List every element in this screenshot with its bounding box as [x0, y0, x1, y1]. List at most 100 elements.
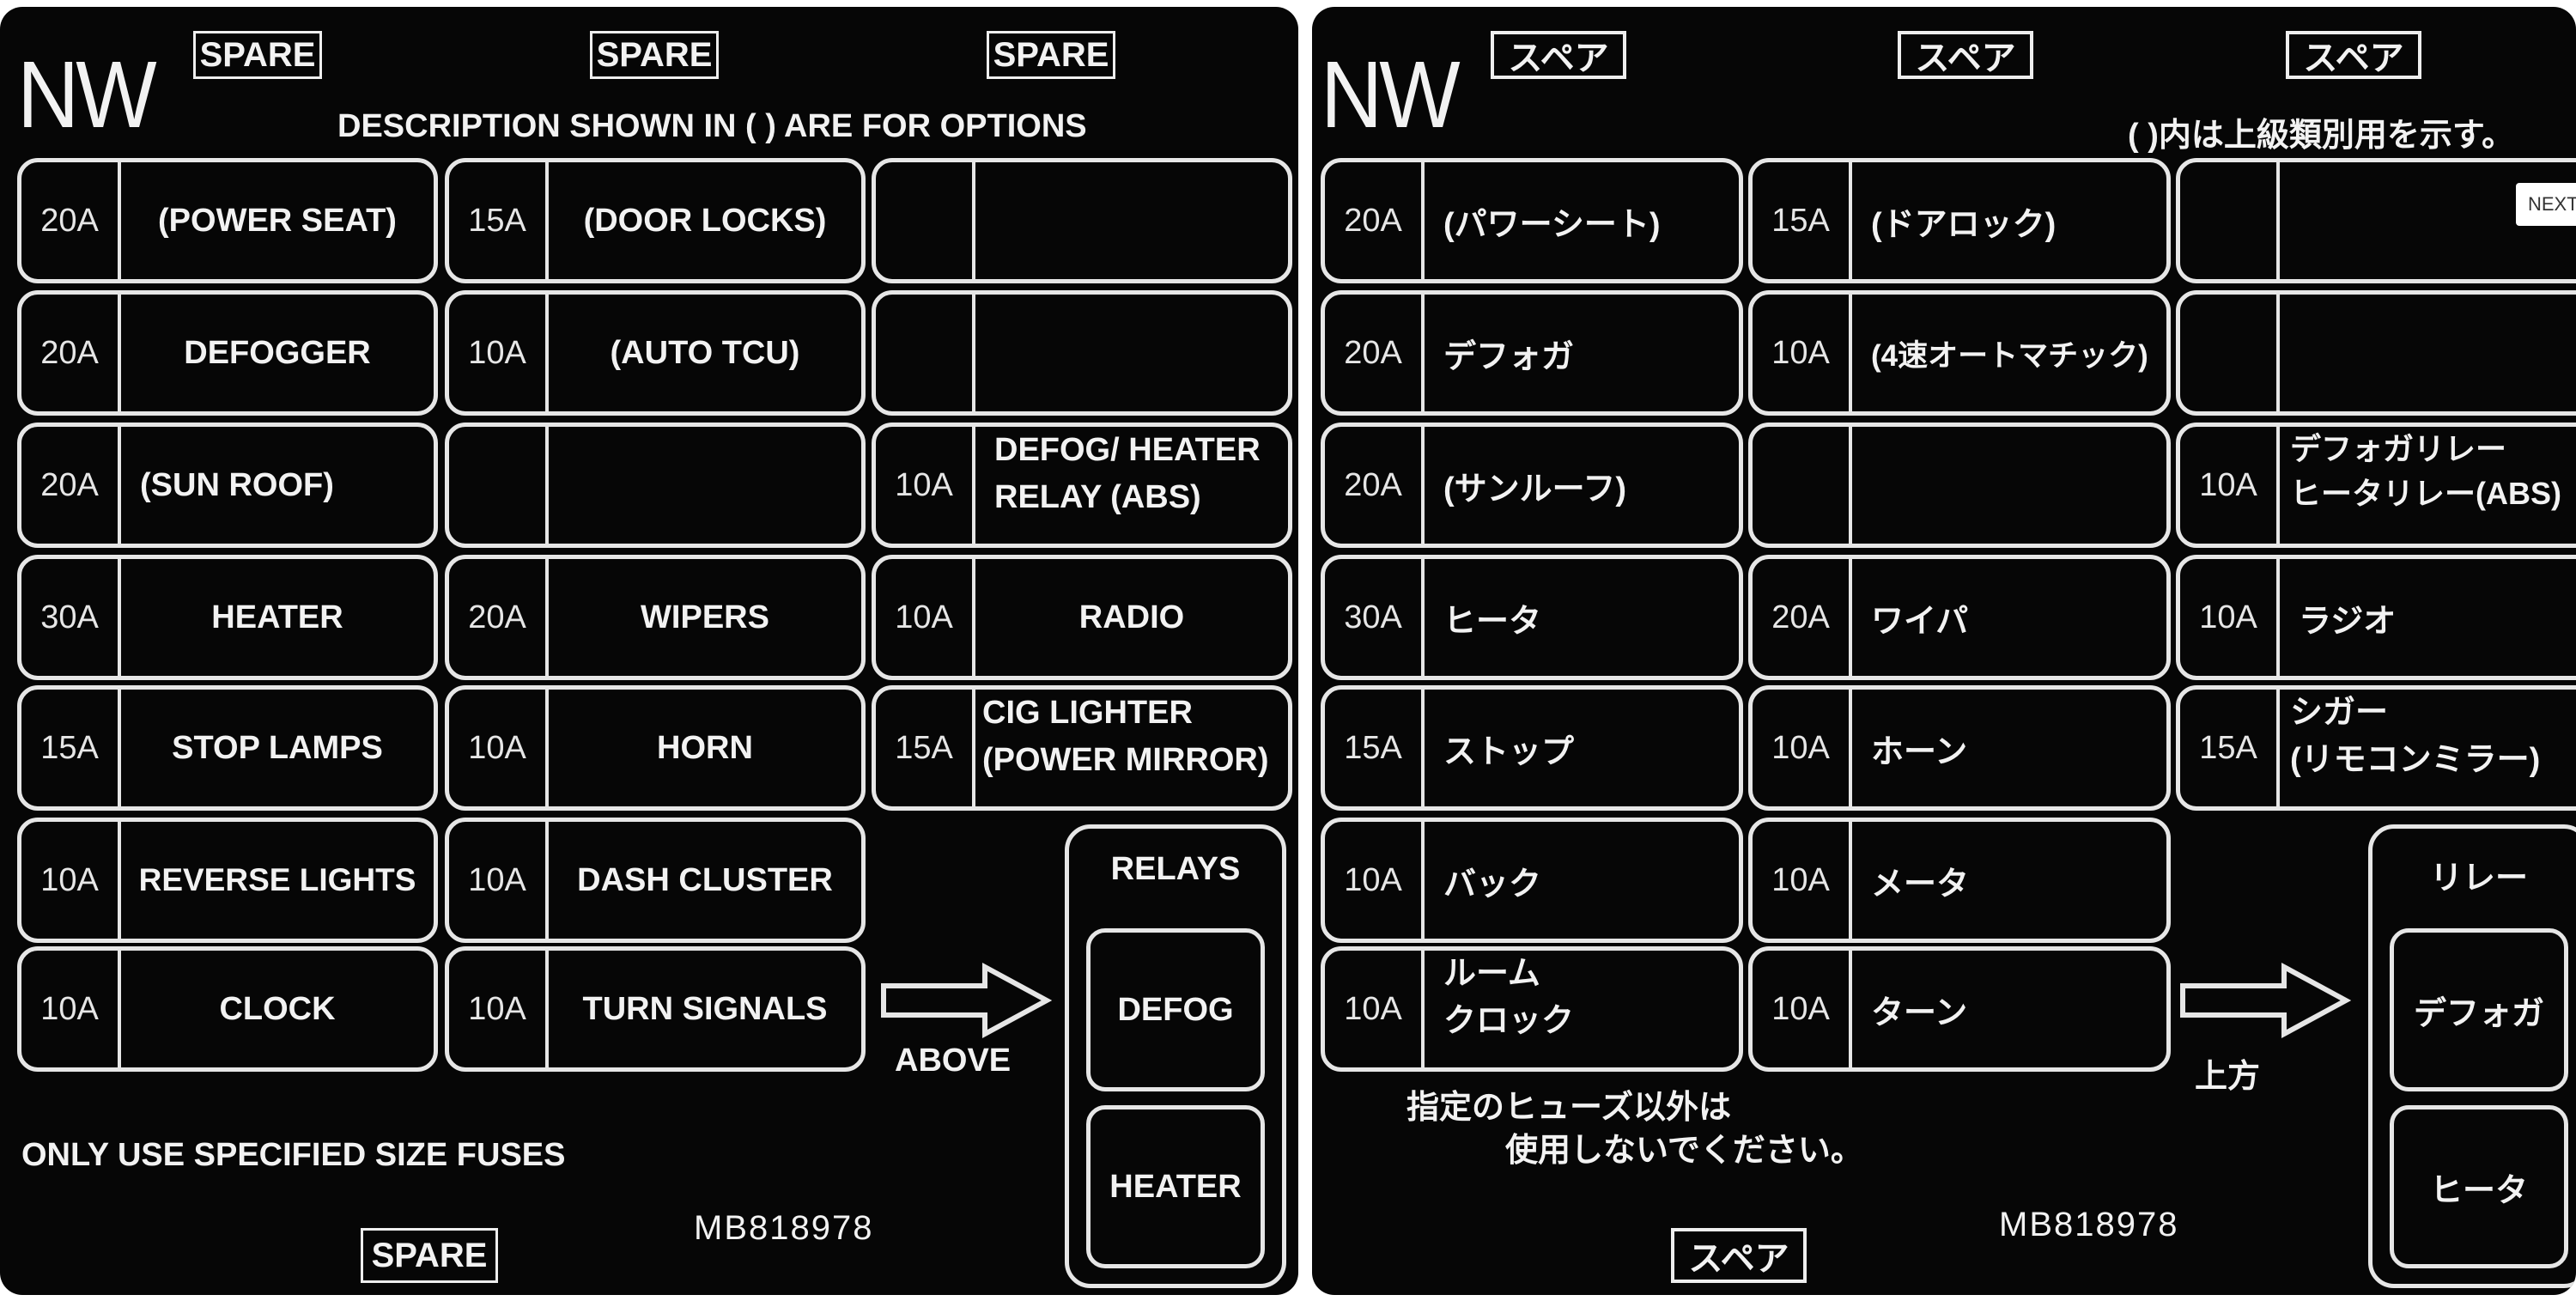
fuse-label-line: デフォガリレー	[2290, 431, 2507, 466]
spare-fuse-slot: SPARE	[987, 31, 1115, 79]
fuse-slot: 20A (パワーシート)	[1321, 158, 1743, 283]
relay-defog: DEFOG	[1086, 928, 1265, 1091]
part-number: MB818978	[694, 1209, 874, 1247]
fuse-slot	[872, 158, 1292, 283]
fuse-warning-line1: 指定のヒューズ以外は	[1406, 1090, 1732, 1126]
fuse-label: (POWER SEAT)	[158, 202, 397, 239]
fuse-slot: 20A (POWER SEAT)	[17, 158, 438, 283]
fuse-slot	[445, 423, 866, 548]
fuse-slot: 10A CLOCK	[17, 946, 438, 1072]
next-button[interactable]: NEXT	[2516, 183, 2576, 226]
fuse-slot: 15A ストップ	[1321, 685, 1743, 811]
fuse-label-english: NW SPARE SPARE SPARE DESCRIPTION SHOWN I…	[0, 7, 1298, 1295]
arrow-right-icon	[881, 962, 1052, 1039]
fuse-amperage: 10A	[1753, 822, 1852, 939]
fuse-amperage: 10A	[449, 295, 549, 411]
fuse-slot: 10A TURN SIGNALS	[445, 946, 866, 1072]
fuse-amperage: 20A	[21, 427, 121, 544]
fuse-slot: 20A WIPERS	[445, 555, 866, 680]
relay-box: リレー デフォガ ヒータ	[2368, 824, 2576, 1288]
fuse-label-line: (リモコンミラー)	[2290, 742, 2541, 779]
fuse-label	[975, 162, 1288, 279]
spare-fuse-slot: SPARE	[590, 31, 719, 79]
fuse-slot: 30A HEATER	[17, 555, 438, 680]
fuse-amperage: 10A	[1325, 822, 1425, 939]
fuse-amperage: 20A	[1325, 427, 1425, 544]
fuse-slot: 10A (4速オートマチック)	[1748, 290, 2171, 416]
fuse-amperage	[2180, 162, 2280, 279]
fuse-label	[1852, 427, 2166, 544]
code-label: NW	[17, 42, 157, 149]
fuse-label-line: CIG LIGHTER	[982, 695, 1193, 731]
relay-heater: HEATER	[1086, 1105, 1265, 1268]
fuse-label: ターン	[1871, 994, 1968, 1031]
fuse-amperage: 10A	[876, 427, 975, 544]
fuse-slot: 10A (AUTO TCU)	[445, 290, 866, 416]
spare-fuse-slot: スペア	[2286, 31, 2421, 79]
fuse-amperage: 20A	[449, 559, 549, 676]
fuse-amperage: 10A	[2180, 559, 2280, 676]
fuse-label-line: ヒータリレー(ABS)	[2290, 476, 2561, 512]
fuse-label: デフォガ	[1443, 338, 1575, 375]
fuse-slot: 15A シガー (リモコンミラー)	[2176, 685, 2576, 811]
fuse-slot: 10A DASH CLUSTER	[445, 818, 866, 943]
fuse-amperage: 10A	[1753, 690, 1852, 806]
fuse-amperage: 15A	[1325, 690, 1425, 806]
fuse-label: DEFOGGER	[184, 334, 371, 371]
fuse-label	[549, 427, 861, 544]
part-number: MB818978	[1999, 1206, 2179, 1243]
fuse-label: (4速オートマチック)	[1871, 338, 2148, 373]
fuse-amperage: 10A	[2180, 427, 2280, 544]
fuse-warning-line2: 使用しないでください。	[1505, 1133, 1863, 1169]
arrow-right-icon	[2180, 962, 2351, 1039]
fuse-amperage: 10A	[21, 951, 121, 1067]
options-note: ( )内は上級類別用を示す。	[2128, 118, 2515, 154]
fuse-slot: 15A STOP LAMPS	[17, 685, 438, 811]
fuse-slot: 15A (DOOR LOCKS)	[445, 158, 866, 283]
fuse-label: (DOOR LOCKS)	[583, 202, 827, 239]
spare-fuse-slot: スペア	[1671, 1228, 1807, 1283]
relays-title: RELAYS	[1110, 851, 1241, 887]
fuse-label: STOP LAMPS	[172, 729, 383, 766]
fuse-slot: 20A ワイパ	[1748, 555, 2171, 680]
fuse-amperage: 10A	[1753, 295, 1852, 411]
relay-box: RELAYS DEFOG HEATER	[1065, 824, 1286, 1288]
fuse-label: デフォガリレー ヒータリレー(ABS)	[2280, 427, 2576, 544]
fuse-slot: 20A DEFOGGER	[17, 290, 438, 416]
fuse-amperage: 20A	[1753, 559, 1852, 676]
fuse-slot: 20A (サンルーフ)	[1321, 423, 1743, 548]
fuse-slot: 10A バック	[1321, 818, 1743, 943]
fuse-label: (AUTO TCU)	[610, 334, 800, 371]
fuse-slot: 10A ルーム クロック	[1321, 946, 1743, 1072]
fuse-amperage	[876, 162, 975, 279]
fuse-label-japanese: NW スペア スペア スペア ( )内は上級類別用を示す。 20A (パワーシー…	[1312, 7, 2576, 1295]
fuse-label: REVERSE LIGHTS	[138, 862, 416, 897]
fuse-slot: 15A CIG LIGHTER (POWER MIRROR)	[872, 685, 1292, 811]
fuse-label: RADIO	[1078, 599, 1185, 635]
fuse-label-line: DEFOG/ HEATER	[994, 432, 1261, 468]
fuse-label	[2280, 295, 2576, 411]
fuse-amperage: 15A	[21, 690, 121, 806]
fuse-amperage: 30A	[1325, 559, 1425, 676]
fuse-amperage	[2180, 295, 2280, 411]
fuse-slot: 10A ホーン	[1748, 685, 2171, 811]
fuse-amperage: 15A	[876, 690, 975, 806]
fuse-amperage	[1753, 427, 1852, 544]
code-label: NW	[1321, 42, 1461, 149]
fuse-warning: ONLY USE SPECIFIED SIZE FUSES	[21, 1137, 566, 1173]
fuse-amperage: 10A	[449, 951, 549, 1067]
fuse-amperage: 10A	[1753, 951, 1852, 1067]
spare-fuse-slot: スペア	[1898, 31, 2033, 79]
fuse-label-line: (POWER MIRROR)	[982, 742, 1269, 779]
fuse-label: ラジオ	[2299, 603, 2397, 640]
fuse-slot: 10A ターン	[1748, 946, 2171, 1072]
fuse-label: バック	[1443, 866, 1542, 903]
fuse-slot: 10A RADIO	[872, 555, 1292, 680]
fuse-amperage: 10A	[1325, 951, 1425, 1067]
fuse-slot: 10A HORN	[445, 685, 866, 811]
fuse-label: (SUN ROOF)	[140, 466, 334, 503]
fuse-slot	[1748, 423, 2171, 548]
fuse-label: (サンルーフ)	[1443, 471, 1627, 508]
fuse-label: DEFOG/ HEATER RELAY (ABS)	[975, 427, 1288, 544]
fuse-label: ヒータ	[1443, 603, 1542, 640]
